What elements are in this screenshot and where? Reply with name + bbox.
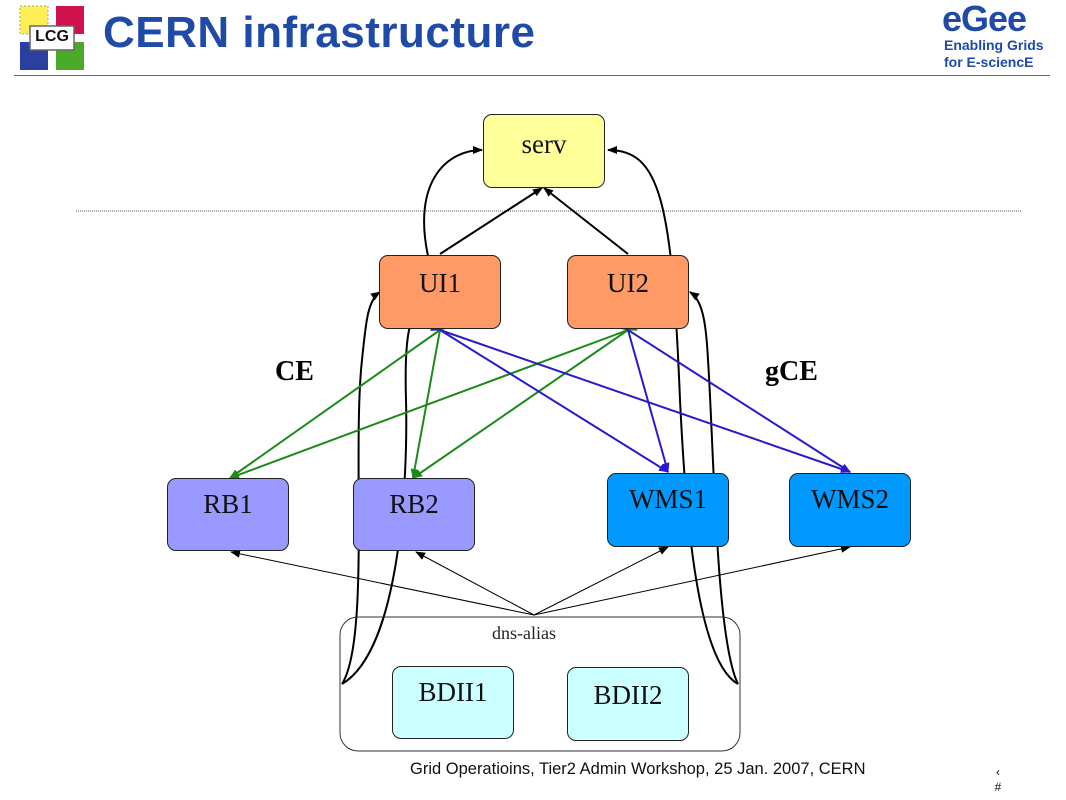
title-rule <box>14 75 1050 76</box>
curve-ui1-serv <box>423 146 483 257</box>
label-ce: CE <box>275 356 314 387</box>
lcg-logo: LCG <box>18 4 86 72</box>
egee-logo-line1: Enabling Grids <box>944 37 1044 53</box>
node-rb1: RB1 <box>167 478 289 551</box>
label-gce: gCE <box>765 356 818 387</box>
bdii-group-outline <box>339 616 741 752</box>
arrow-ui1-wms2 <box>430 323 851 473</box>
arrow-ui2-rb1 <box>229 323 638 479</box>
arrow-ui1-serv <box>439 187 543 255</box>
arrow-dns-wms1 <box>533 546 669 616</box>
arrow-dns-wms2 <box>533 544 851 616</box>
node-ui1: UI1 <box>379 255 501 329</box>
lcg-logo-text: LCG <box>35 28 69 45</box>
egee-logo-line2: for E-sciencE <box>944 54 1034 70</box>
arrow-ui2-serv <box>543 187 629 255</box>
arrow-dns-rb2 <box>415 551 535 616</box>
node-rb2: RB2 <box>353 478 475 551</box>
egee-logo-word: eGee <box>942 0 1027 40</box>
lcg-logo-graphic <box>19 5 84 70</box>
node-bdii1: BDII1 <box>392 666 514 739</box>
node-ui2: UI2 <box>567 255 689 329</box>
egee-logo: eGee Enabling Grids for E-sciencE <box>938 0 1056 74</box>
arrow-ui1-rb1 <box>229 321 450 479</box>
page-marker-bottom: # <box>994 780 1002 794</box>
arrow-dns-rb1 <box>230 549 535 616</box>
node-wms1: WMS1 <box>607 473 729 547</box>
node-serv: serv <box>483 114 605 188</box>
node-bdii2: BDII2 <box>567 667 689 741</box>
page-marker-top: ‹ <box>996 765 1000 779</box>
page-title: CERN infrastructure <box>103 8 536 57</box>
arrow-ui2-wms2 <box>618 321 851 473</box>
page-number: ‹ # <box>992 765 1004 795</box>
footer-text: Grid Operatioins, Tier2 Admin Workshop, … <box>410 760 866 778</box>
node-wms2: WMS2 <box>789 473 911 547</box>
curve-bdii-serv-right <box>607 146 739 685</box>
label-dns-alias: dns-alias <box>492 623 556 643</box>
egee-logo-wordmark: eGee <box>942 0 1027 39</box>
arrow-ui2-rb2 <box>412 321 638 479</box>
